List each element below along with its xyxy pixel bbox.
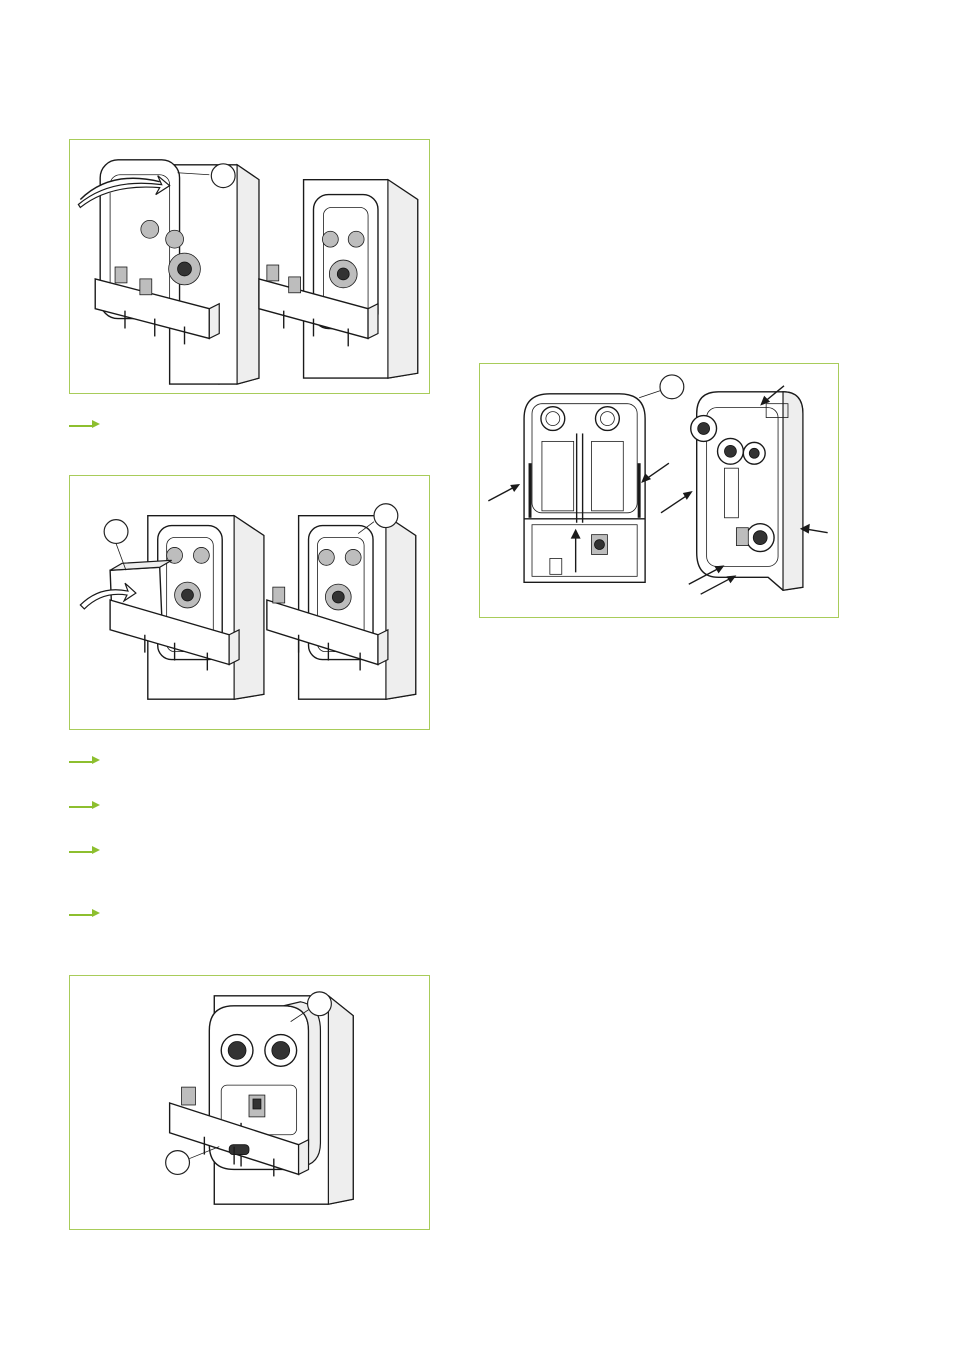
pointer-arrow-icon: [641, 473, 652, 484]
pointer-arrow-icon: [799, 523, 810, 534]
figure-remove-side-insulation: [69, 475, 430, 730]
curved-arrow-icon: [77, 175, 171, 209]
figure-remove-front-insulation: [69, 139, 430, 394]
pointer-arrow-icon: [682, 490, 693, 500]
pointer-arrow-icon: [510, 484, 521, 492]
pointer-arrow-icon: [714, 565, 725, 574]
callout-circle-top: [306, 991, 332, 1017]
green-arrow-icon: [69, 801, 100, 809]
figure-insulation-shell-parts: [479, 363, 839, 618]
pointer-arrow-icon: [570, 528, 581, 539]
figure-insulation-shell-parts-drawing: [488, 374, 828, 595]
callout-circle: [210, 163, 236, 189]
callout-circle-bottom: [165, 1150, 191, 1176]
figure-insulation-mounted: [69, 975, 430, 1230]
green-arrow-icon: [69, 909, 100, 917]
callout-circle: [659, 374, 685, 400]
callout-circle-right: [373, 503, 399, 529]
figure-remove-front-insulation-drawing: [77, 159, 419, 385]
figure-insulation-mounted-drawing: [165, 991, 354, 1205]
green-arrow-icon: [69, 420, 100, 428]
figure-remove-side-insulation-drawing: [79, 503, 417, 700]
callout-circle-left: [103, 519, 129, 545]
green-arrow-icon: [69, 756, 100, 764]
pointer-arrow-icon: [726, 575, 737, 584]
green-arrow-icon: [69, 846, 100, 854]
pointer-arrow-icon: [760, 395, 771, 406]
curved-arrow-icon: [79, 582, 137, 610]
